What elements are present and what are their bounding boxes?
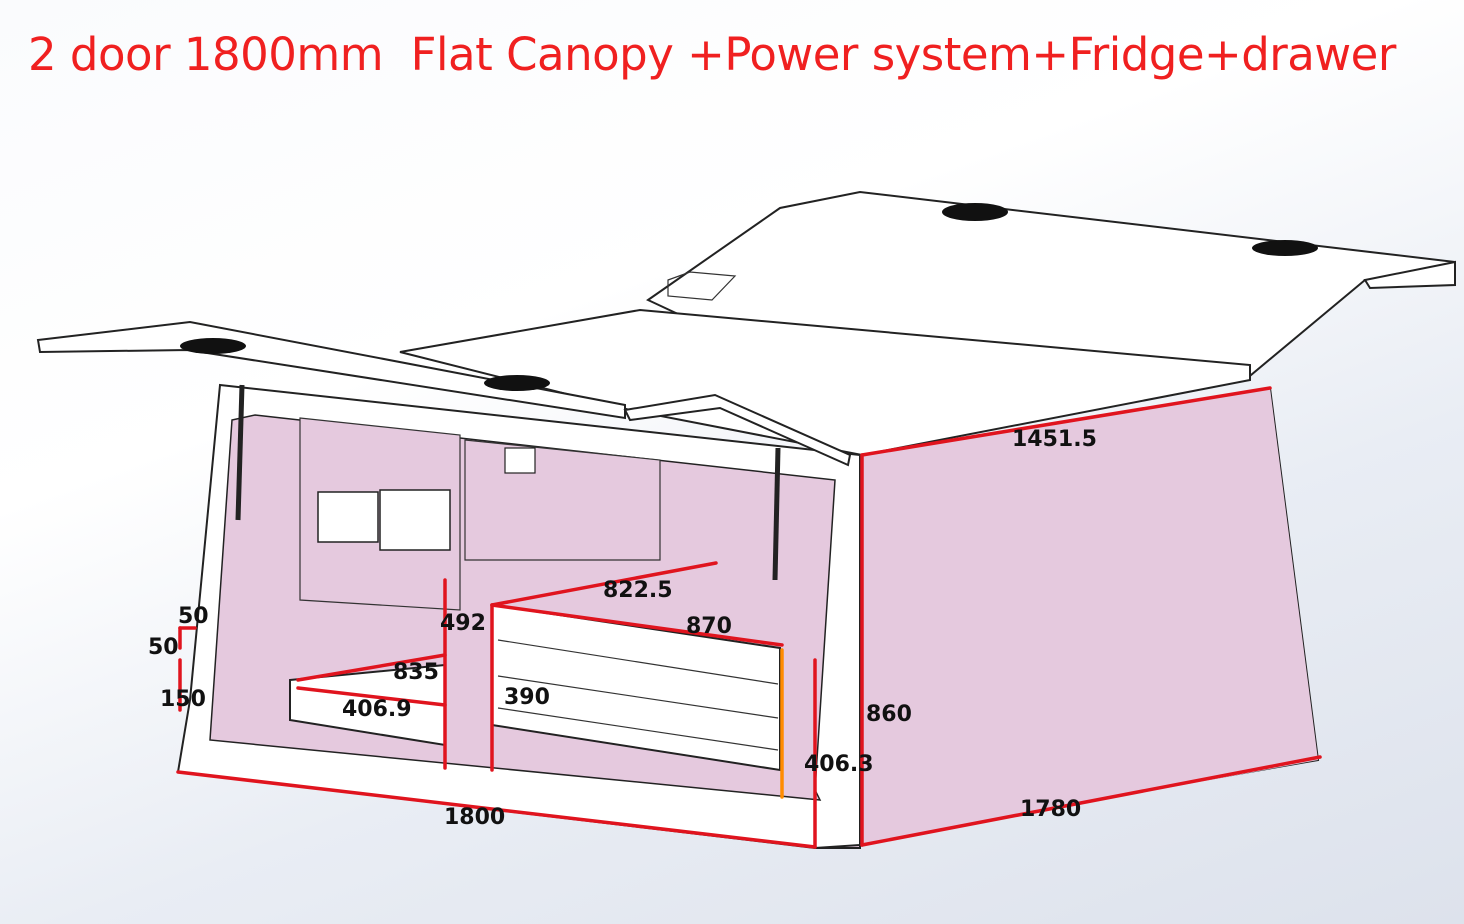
dim-label: 50 [148, 635, 179, 660]
dim-label: 1451.5 [1012, 427, 1097, 452]
switch-panel [504, 447, 536, 474]
fridge-slide-line-1 [497, 639, 779, 685]
dim-line-1800 [176, 770, 817, 849]
dim-label: 150 [160, 687, 206, 712]
dim-label: 835 [393, 660, 439, 685]
diagram-title: 2 door 1800mm Flat Canopy +Power system+… [28, 28, 1396, 81]
door-vent-1 [180, 338, 246, 354]
gas-strut-left [235, 384, 245, 521]
dim-line-1780 [860, 755, 1322, 847]
rear-wing [1363, 260, 1456, 290]
dim-label: 406.9 [342, 697, 412, 722]
dim-label: 390 [504, 685, 550, 710]
power-module [317, 491, 379, 543]
dim-line-406-9 [296, 686, 447, 707]
side-panel-fill [860, 388, 1318, 845]
fridge-slide-line-2 [497, 675, 779, 719]
dim-label: 1780 [1020, 797, 1081, 822]
roof-vent-1 [942, 203, 1008, 221]
battery-box [379, 489, 451, 551]
door-vent-2 [484, 375, 550, 391]
dimension-lines: 1451.5 822.5 870 492 835 390 406.9 50 50… [148, 386, 1322, 849]
dim-label: 1800 [444, 805, 505, 830]
dim-label: 50 [178, 604, 209, 629]
dim-label: 406.3 [804, 752, 874, 777]
dim-label: 492 [440, 611, 486, 636]
roof-vent-2 [1252, 240, 1318, 256]
dim-line-822 [490, 561, 718, 607]
dim-line-1451 [860, 386, 1272, 457]
dim-label: 870 [686, 614, 732, 639]
dim-line-835 [296, 653, 447, 682]
fridge-slide-line-3 [497, 707, 779, 751]
gas-strut-right [772, 447, 781, 581]
roof-hatch [667, 271, 737, 301]
interior-back-center [464, 439, 661, 561]
dim-label: 860 [866, 702, 912, 727]
dim-line-870 [490, 603, 784, 647]
dim-label: 822.5 [603, 578, 673, 603]
door-right-wing [623, 393, 852, 467]
